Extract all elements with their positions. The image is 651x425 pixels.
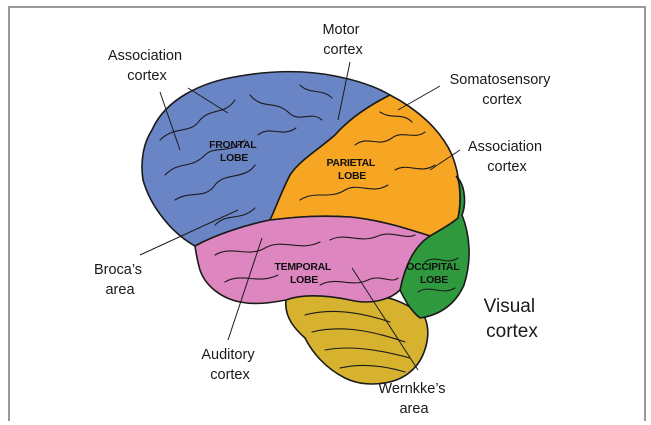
wernickes-area-label: Wernkke’s area [378, 381, 449, 417]
visual-cortex-label: Visual cortex [484, 296, 541, 342]
auditory-cortex-label: Auditory cortex [201, 347, 258, 383]
association-cortex-right-label: Association cortex [468, 139, 546, 175]
brocas-area-label: Broca’s area [94, 262, 146, 298]
association-cortex-left-label: Association cortex [108, 48, 186, 84]
somatosensory-cortex-label: Somatosensory cortex [450, 72, 555, 108]
leader-somatosensory [398, 86, 440, 110]
motor-cortex-label: Motor cortex [322, 22, 363, 58]
cerebellum [286, 290, 428, 384]
